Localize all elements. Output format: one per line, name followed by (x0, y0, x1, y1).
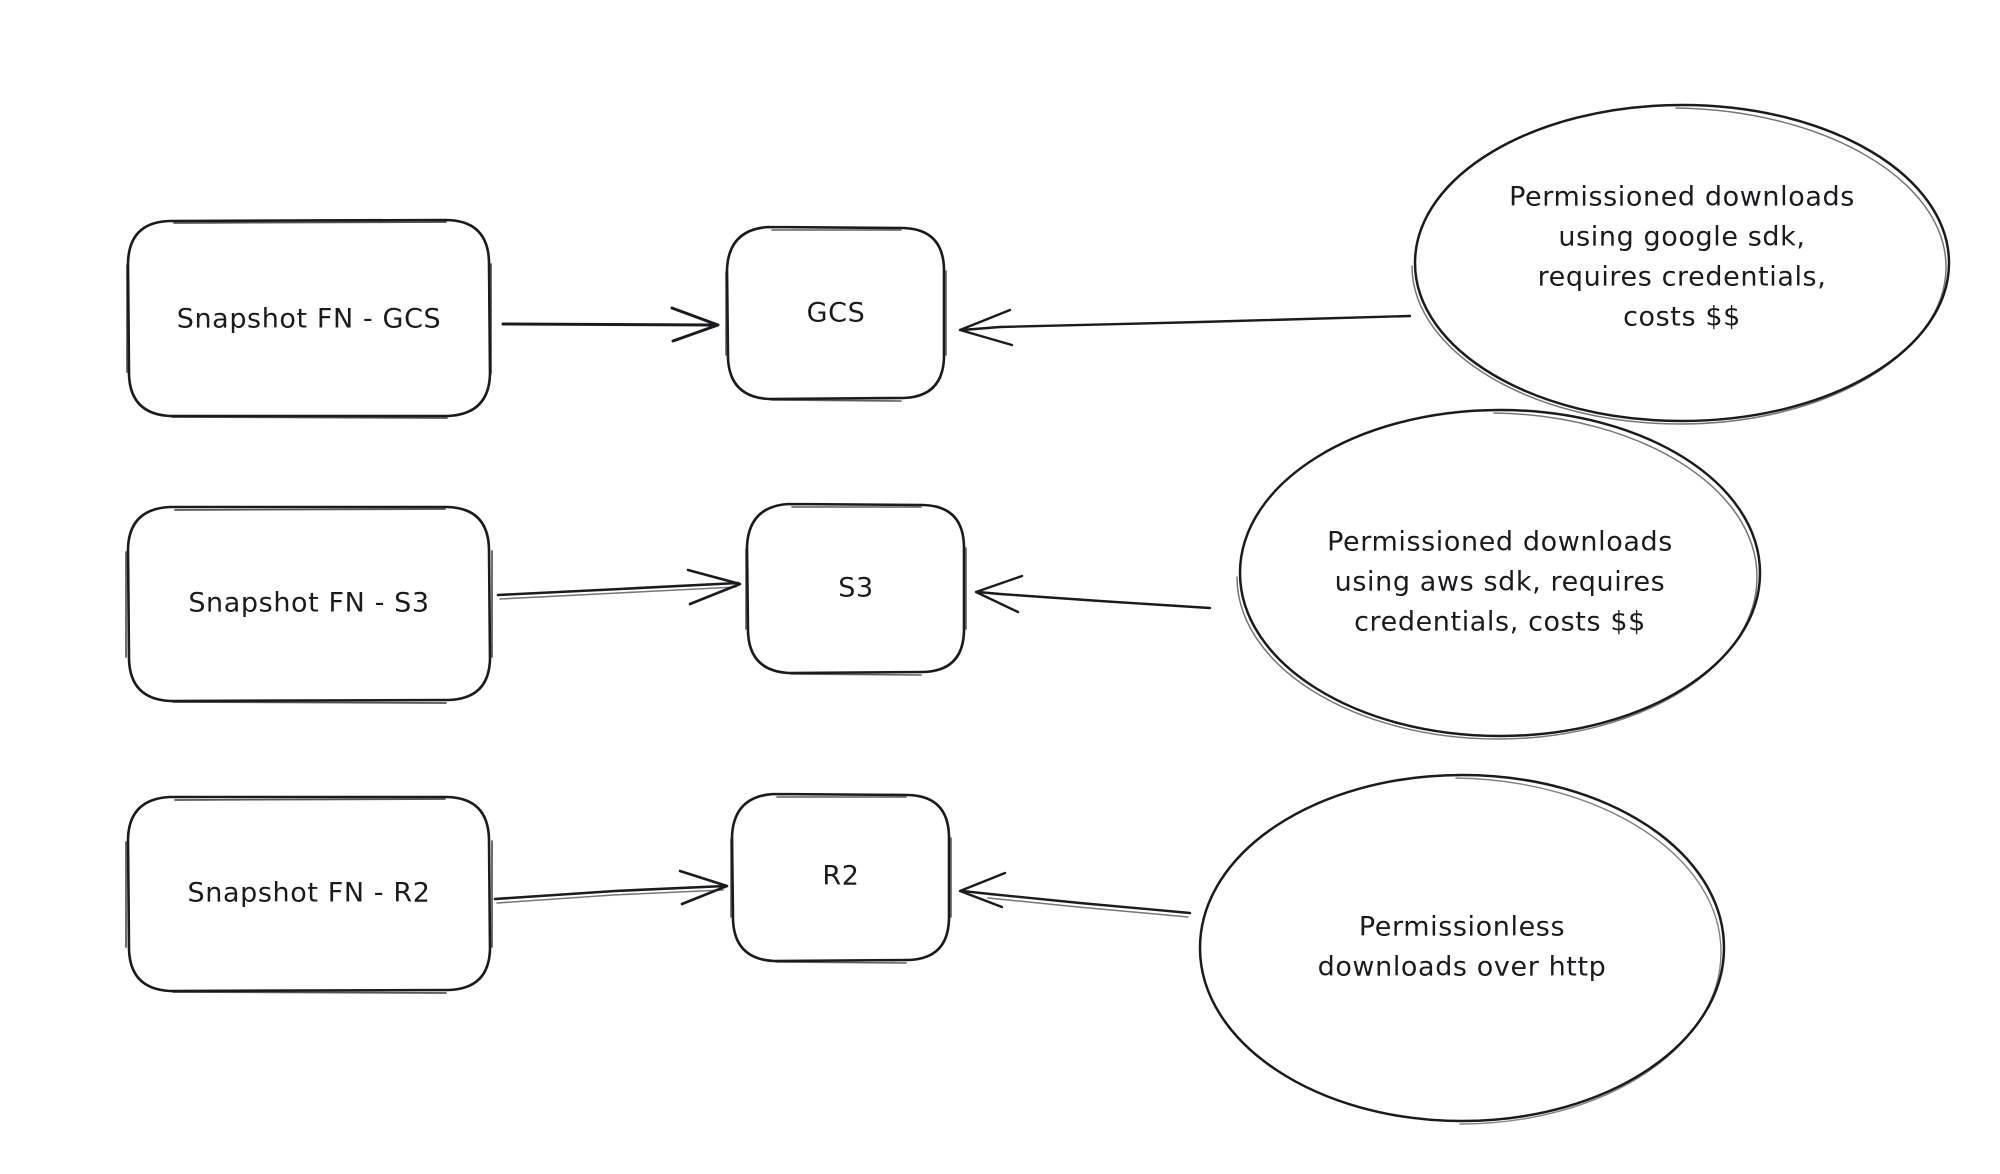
node-snapshot-fn-gcs[interactable]: Snapshot FN - GCS (126, 218, 492, 419)
note-s3-line-1: Permissioned downloads (1327, 527, 1673, 558)
arrow-snapshot-fn-r2-to-r2 (493, 869, 729, 906)
note-s3[interactable]: Permissioned downloads using aws sdk, re… (1236, 408, 1762, 740)
note-gcs-line-1: Permissioned downloads (1509, 182, 1855, 213)
node-label-r2: R2 (822, 861, 859, 892)
arrow-snapshot-fn-s3-to-s3 (496, 568, 742, 606)
node-snapshot-fn-s3[interactable]: Snapshot FN - S3 (125, 505, 493, 704)
note-s3-line-2: using aws sdk, requires (1335, 567, 1666, 598)
node-label-snapshot-fn-s3: Snapshot FN - S3 (188, 588, 429, 619)
note-r2-line-1: Permissionless (1359, 912, 1565, 943)
node-r2[interactable]: R2 (730, 792, 952, 964)
arrow-note-s3-to-s3 (974, 574, 1212, 614)
arrow-snapshot-fn-gcs-to-gcs (501, 306, 720, 343)
arrow-note-r2-to-r2 (958, 871, 1192, 918)
note-r2[interactable]: Permissionless downloads over http (1198, 773, 1726, 1125)
row-r2: Snapshot FN - R2 R2 (125, 773, 1726, 1125)
node-snapshot-fn-r2[interactable]: Snapshot FN - R2 (125, 795, 493, 994)
row-gcs: Snapshot FN - GCS GCS (126, 103, 1951, 425)
node-label-snapshot-fn-r2: Snapshot FN - R2 (188, 878, 431, 909)
arrow-note-gcs-to-gcs (958, 308, 1412, 347)
note-gcs-line-2: using google sdk, (1558, 222, 1805, 253)
note-gcs-line-3: requires credentials, (1538, 262, 1827, 293)
row-s3: Snapshot FN - S3 S3 (125, 408, 1762, 740)
node-label-gcs: GCS (807, 298, 866, 329)
note-gcs-line-4: costs $$ (1623, 302, 1741, 333)
note-gcs[interactable]: Permissioned downloads using google sdk,… (1411, 103, 1951, 425)
note-s3-line-3: credentials, costs $$ (1354, 607, 1646, 638)
node-gcs[interactable]: GCS (725, 225, 947, 402)
node-label-snapshot-fn-gcs: Snapshot FN - GCS (177, 304, 442, 335)
node-s3[interactable]: S3 (745, 502, 967, 676)
node-label-s3: S3 (838, 573, 874, 604)
note-r2-line-2: downloads over http (1318, 952, 1607, 983)
